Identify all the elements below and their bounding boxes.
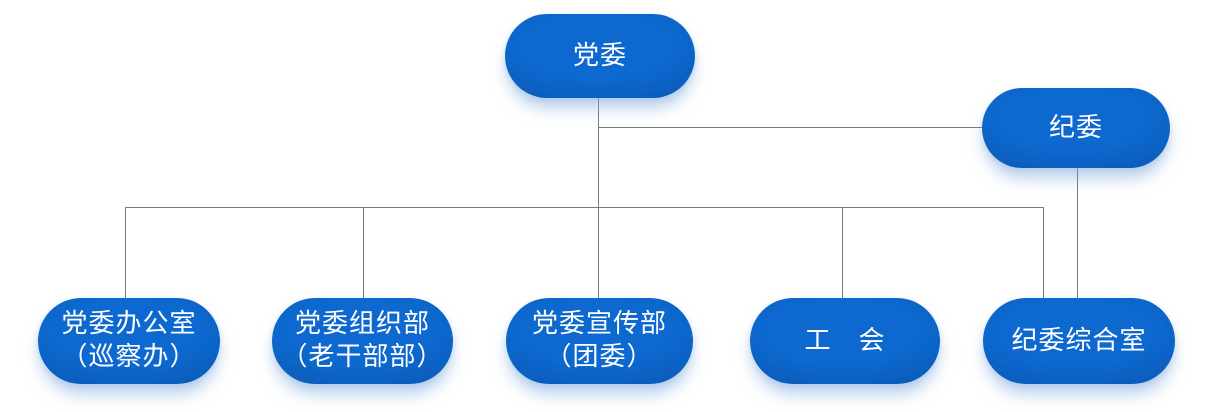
connector-drop-organization-dept <box>363 207 364 299</box>
node-discipline-committee: 纪委 <box>982 88 1170 168</box>
node-party-office: 党委办公室 （巡察办） <box>38 298 220 384</box>
node-labor-union: 工 会 <box>750 298 940 384</box>
node-discipline-committee-label: 纪委 <box>1048 112 1103 143</box>
node-party-committee-label: 党委 <box>572 40 627 71</box>
connector-discipline-committee-down <box>1077 168 1078 299</box>
connector-party-to-discipline <box>598 127 982 128</box>
connector-bus <box>125 207 1044 208</box>
connector-drop-party-office <box>125 207 126 299</box>
node-organization-dept: 党委组织部 （老干部部） <box>272 298 453 384</box>
node-publicity-dept: 党委宣传部 （团委） <box>506 298 693 384</box>
node-labor-union-label: 工 会 <box>804 325 886 356</box>
connector-drop-discipline-office <box>1043 207 1044 299</box>
node-discipline-office: 纪委综合室 <box>983 298 1175 384</box>
connector-party-committee-down <box>598 98 599 208</box>
node-party-office-label: 党委办公室 （巡察办） <box>61 309 197 372</box>
node-publicity-dept-label: 党委宣传部 （团委） <box>531 309 667 372</box>
node-discipline-office-label: 纪委综合室 <box>1011 325 1147 356</box>
connector-drop-labor-union <box>842 207 843 299</box>
node-organization-dept-label: 党委组织部 （老干部部） <box>281 309 444 372</box>
connector-drop-publicity-dept <box>598 207 599 299</box>
node-party-committee: 党委 <box>505 14 695 98</box>
